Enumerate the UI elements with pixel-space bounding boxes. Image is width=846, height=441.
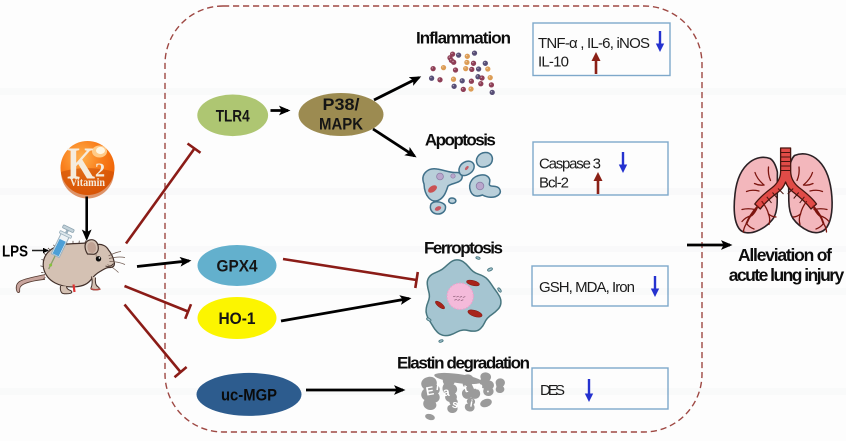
- svg-text:Apoptosis: Apoptosis: [425, 131, 496, 150]
- svg-text:LPS: LPS: [2, 244, 28, 261]
- svg-text:2: 2: [95, 160, 105, 182]
- svg-text:Alleviation of: Alleviation of: [738, 245, 832, 265]
- svg-text:Elastin degradation: Elastin degradation: [397, 354, 530, 373]
- svg-text:TLR4: TLR4: [216, 106, 250, 125]
- svg-text:GPX4: GPX4: [217, 257, 258, 276]
- svg-text:l: l: [435, 381, 440, 393]
- svg-text:i: i: [469, 399, 474, 410]
- svg-text:P38/: P38/: [323, 95, 360, 114]
- svg-text:IL-10: IL-10: [538, 54, 569, 71]
- svg-text:acute lung injury: acute lung injury: [729, 265, 845, 285]
- svg-text:MAPK: MAPK: [319, 114, 364, 133]
- svg-text:TNF-α , IL-6, iNOS: TNF-α , IL-6, iNOS: [538, 35, 650, 52]
- svg-text:Bcl-2: Bcl-2: [539, 175, 569, 192]
- svg-text:DES: DES: [540, 382, 565, 399]
- svg-text:Vitamin: Vitamin: [70, 177, 106, 189]
- svg-text:K: K: [67, 138, 95, 189]
- svg-text:E: E: [425, 383, 435, 398]
- svg-text:t: t: [463, 383, 470, 396]
- svg-text:uc-MGP: uc-MGP: [221, 385, 277, 404]
- svg-text:Inflammation: Inflammation: [416, 29, 511, 48]
- svg-text:Ferroptosis: Ferroptosis: [424, 239, 503, 258]
- svg-text:.: .: [485, 384, 490, 395]
- svg-text:a: a: [442, 385, 450, 400]
- svg-text:s: s: [451, 399, 459, 412]
- svg-text:HO-1: HO-1: [219, 309, 256, 328]
- svg-text:GSH, MDA, Iron: GSH, MDA, Iron: [539, 279, 635, 296]
- svg-text:Caspase 3: Caspase 3: [539, 156, 601, 173]
- svg-text:n: n: [475, 380, 485, 393]
